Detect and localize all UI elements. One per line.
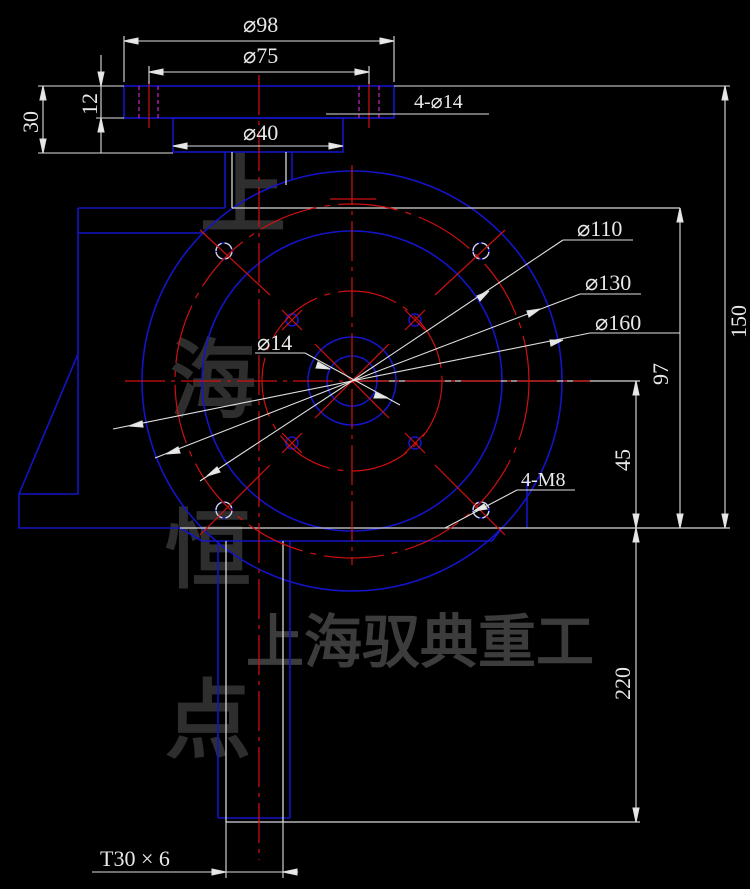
visible-edges bbox=[180, 152, 730, 823]
dim-flange-holes: 4-⌀14 bbox=[414, 91, 463, 113]
dim-center-height-45: 45 bbox=[610, 449, 635, 471]
watermark: 上 海 恒 点 上海驭典重工 bbox=[165, 146, 594, 771]
hidden-lines bbox=[138, 86, 380, 118]
dim-thread-spec: T30 × 6 bbox=[100, 846, 170, 871]
dim-flange-total-height: 30 bbox=[18, 111, 43, 133]
dim-flange-outer-dia: ⌀98 bbox=[243, 12, 278, 37]
dimension-labels: ⌀98 ⌀75 4-⌀14 ⌀40 12 30 ⌀110 ⌀130 ⌀160 ⌀… bbox=[18, 12, 750, 871]
dimension-lines bbox=[38, 36, 730, 878]
watermark-company: 上海驭典重工 bbox=[246, 608, 594, 676]
dim-pcd-130: ⌀130 bbox=[585, 270, 631, 295]
dim-screw-length-220: 220 bbox=[610, 667, 635, 700]
dim-spigot-dia: ⌀40 bbox=[243, 120, 278, 145]
watermark-vertical-char-3: 恒 bbox=[165, 501, 251, 601]
watermark-vertical-char-1: 上 bbox=[200, 146, 286, 246]
dim-pcd-160: ⌀160 bbox=[595, 310, 641, 335]
dim-overall-height: 150 bbox=[726, 305, 750, 338]
dim-input-bore: ⌀14 bbox=[257, 330, 292, 355]
centerlines bbox=[125, 75, 590, 860]
dim-flange-thickness: 12 bbox=[77, 93, 102, 115]
dim-flange-bolt-circle: ⌀75 bbox=[243, 43, 278, 68]
part-outline bbox=[18, 85, 563, 819]
dim-pcd-110: ⌀110 bbox=[577, 216, 622, 241]
dim-tapped-holes: 4-M8 bbox=[521, 469, 565, 491]
watermark-vertical-char-4: 点 bbox=[165, 671, 251, 771]
spigot bbox=[172, 117, 344, 153]
dim-height-97: 97 bbox=[648, 363, 673, 385]
